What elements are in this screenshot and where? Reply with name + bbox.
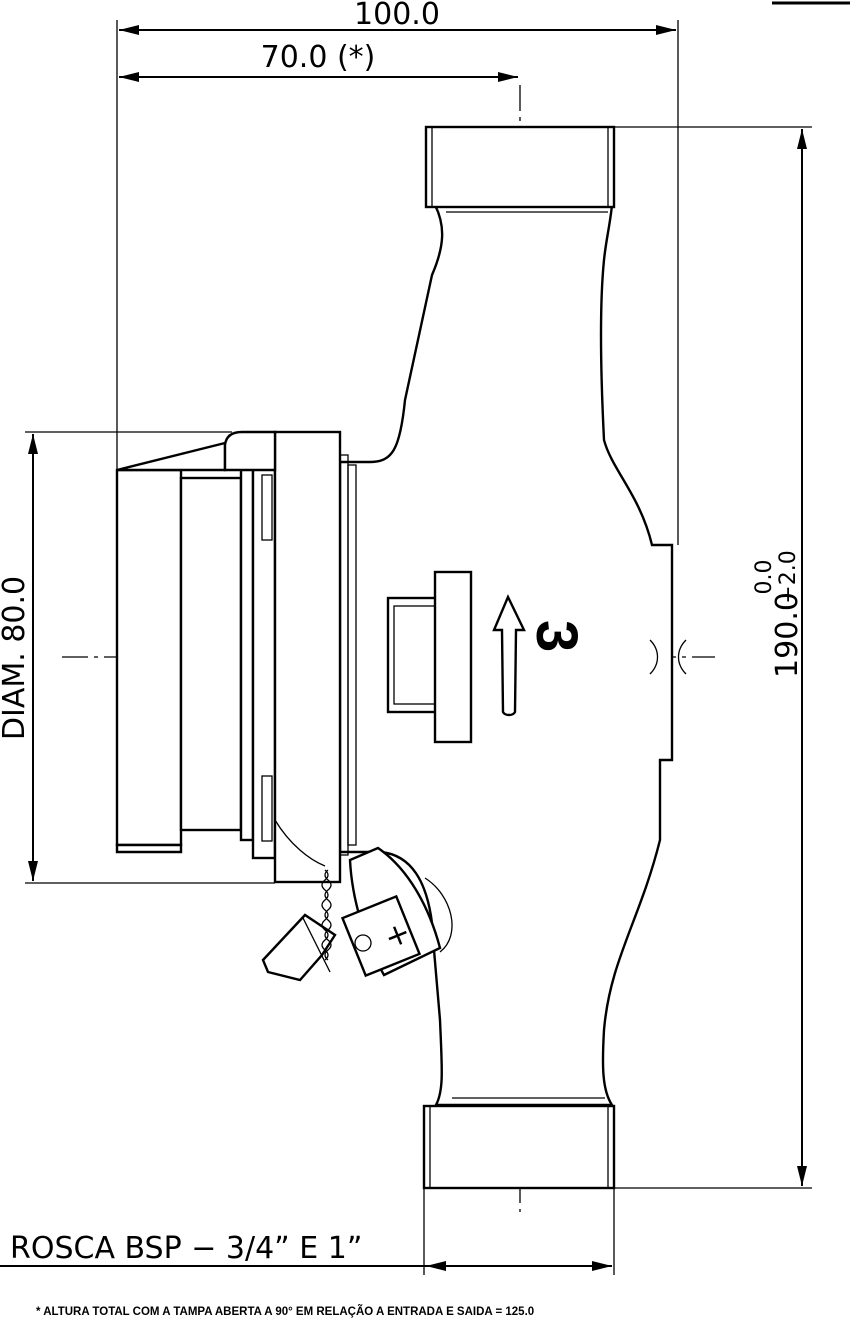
svg-text:0.0: 0.0 xyxy=(752,560,777,595)
dimension-height-to-axis: 70.0 (*) xyxy=(119,40,518,82)
svg-text:DIAM. 80.0: DIAM. 80.0 xyxy=(0,576,32,740)
svg-text:70.0 (*): 70.0 (*) xyxy=(261,40,376,75)
svg-text:190.0: 190.0 xyxy=(770,592,805,678)
svg-text:ROSCA BSP − 3/4” E 1”: ROSCA BSP − 3/4” E 1” xyxy=(10,1231,362,1266)
footnote: * ALTURA TOTAL COM A TAMPA ABERTA A 90° … xyxy=(36,1305,534,1318)
model-mark: 3 xyxy=(524,620,589,652)
svg-text:−2.0: −2.0 xyxy=(776,550,801,603)
flow-direction-arrow xyxy=(492,594,526,717)
dimension-length: 190.0 0.0 −2.0 xyxy=(752,129,807,1186)
svg-text:100.0: 100.0 xyxy=(354,0,440,32)
lid-and-chain: + xyxy=(261,819,453,982)
register-head xyxy=(115,430,357,884)
dimension-overall-width: 100.0 xyxy=(119,0,676,35)
dimension-register-diameter: DIAM. 80.0 xyxy=(0,434,38,881)
strainer-housing xyxy=(386,570,473,744)
extension-lines xyxy=(25,20,812,1275)
inlet-thread-end xyxy=(424,125,616,209)
outlet-thread-end xyxy=(422,1104,616,1190)
thread-callout: ROSCA BSP − 3/4” E 1” xyxy=(0,1231,612,1271)
